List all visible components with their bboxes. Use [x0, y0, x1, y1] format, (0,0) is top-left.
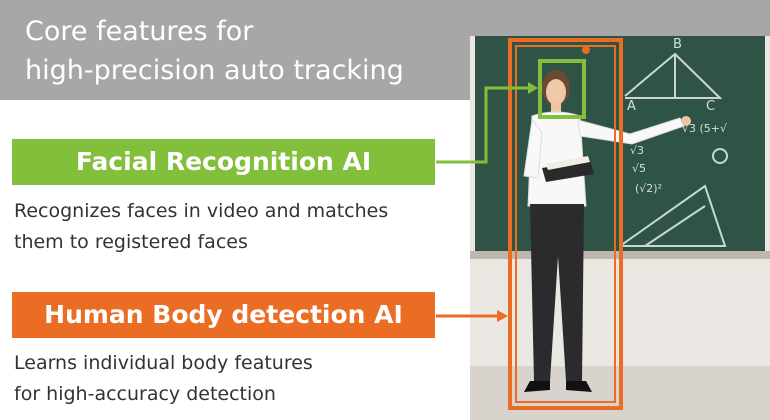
teacher-figure [523, 70, 691, 392]
header-title: Core features for high-precision auto tr… [25, 12, 404, 90]
board-label-c: C [706, 99, 715, 114]
board-label-a: A [627, 99, 636, 114]
header-title-line2: high-precision auto tracking [25, 55, 404, 86]
board-math-4: (√2)² [635, 182, 662, 195]
face-detection-box [538, 59, 586, 119]
facial-recognition-desc-line1: Recognizes faces in video and matches [14, 200, 389, 222]
board-math-2: √3 [630, 144, 644, 157]
body-connector-arrow [497, 310, 508, 322]
face-connector-line [436, 86, 532, 164]
board-math-3: √5 [632, 162, 646, 175]
body-detection-desc-line2: for high-accuracy detection [14, 383, 276, 405]
body-detection-description: Learns individual body features for high… [14, 348, 313, 410]
face-connector-arrow [528, 82, 538, 94]
body-detection-desc-line1: Learns individual body features [14, 352, 313, 374]
facial-recognition-label: Facial Recognition AI [12, 139, 435, 185]
header-title-line1: Core features for [25, 16, 254, 47]
board-math-1: √3 (5+√ [682, 122, 728, 135]
body-detection-box [508, 38, 623, 410]
facial-recognition-desc-line2: them to registered faces [14, 231, 248, 253]
facial-recognition-description: Recognizes faces in video and matches th… [14, 196, 388, 258]
body-detection-label: Human Body detection AI [12, 292, 435, 338]
board-label-b: B [673, 37, 682, 52]
